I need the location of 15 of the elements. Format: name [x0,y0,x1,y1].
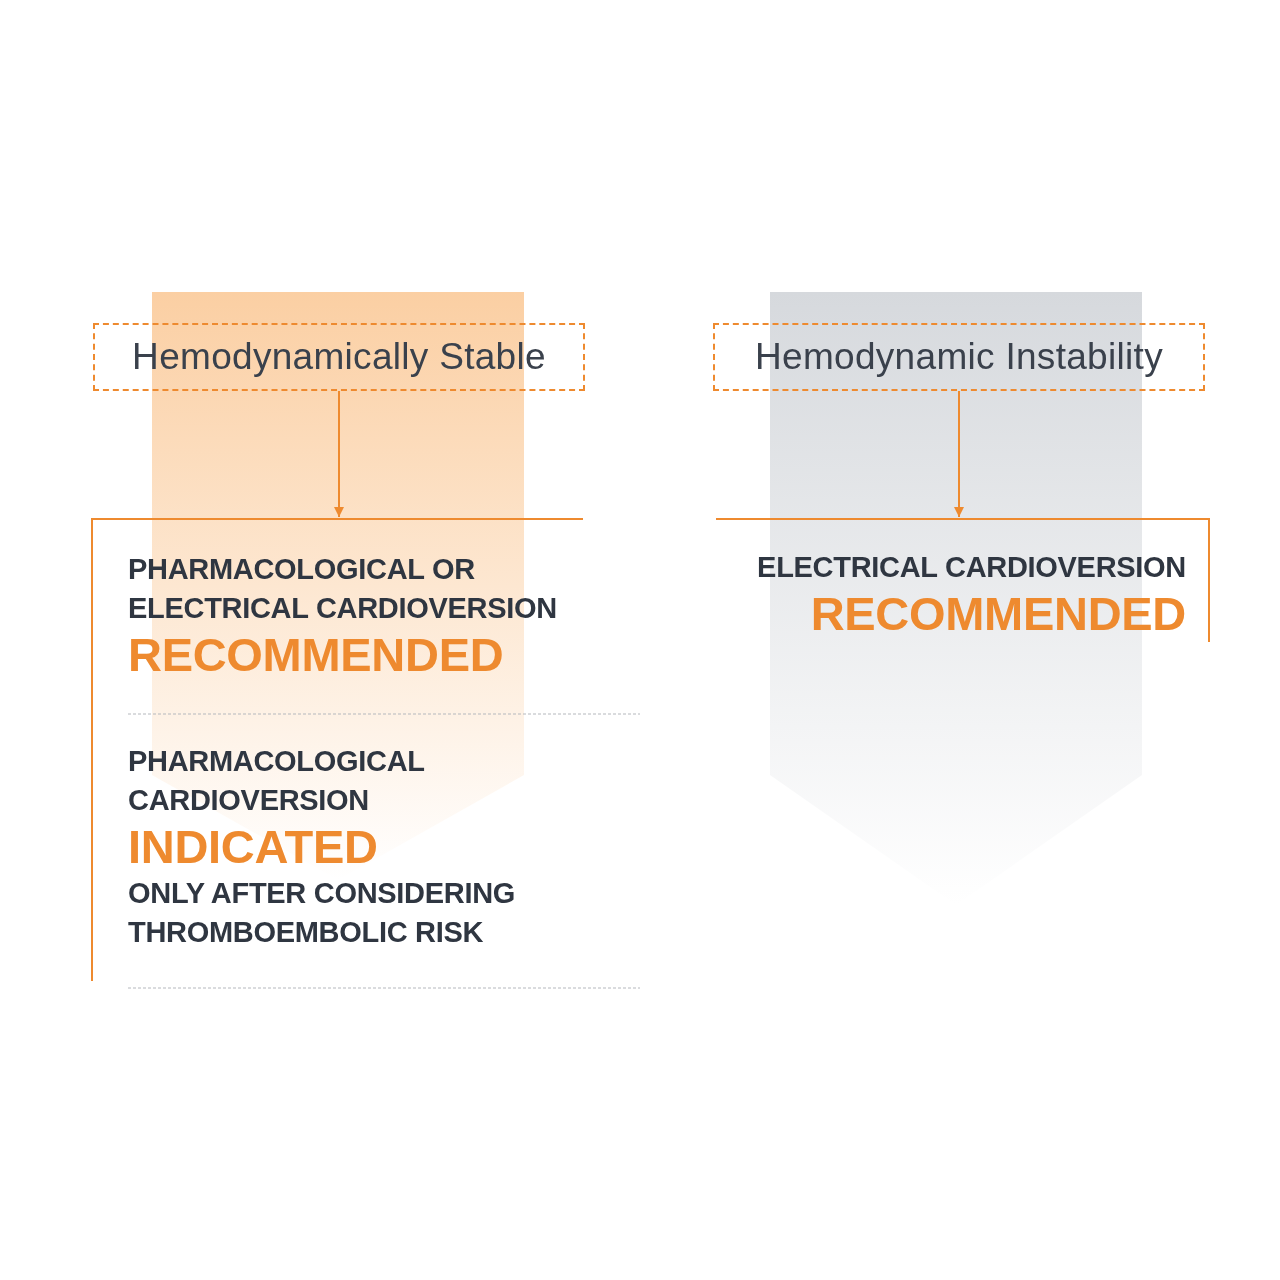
status-label: INDICATED [128,820,378,874]
bracket-panel [91,518,583,981]
condition-note: ONLY AFTER CONSIDERING THROMBOEMBOLIC RISK [128,876,517,950]
condition-text: Hemodynamic Instability [755,336,1163,378]
arrow [954,390,964,518]
condition-text: Hemodynamically Stable [132,336,546,378]
arrow [334,390,344,518]
status-label: RECOMMENDED [810,587,1186,641]
recommendation-heading: PHARMACOLOGICAL OR ELECTRICAL CARDIOVERSION [128,552,558,626]
bracket-panel [716,518,1210,642]
recommendation-heading: PHARMACOLOGICAL CARDIOVERSION [128,744,426,818]
recommendation-heading: ELECTRICAL CARDIOVERSION [757,550,1186,585]
condition-box [713,323,1205,391]
status-label: RECOMMENDED [128,628,504,682]
condition-box [93,323,585,391]
